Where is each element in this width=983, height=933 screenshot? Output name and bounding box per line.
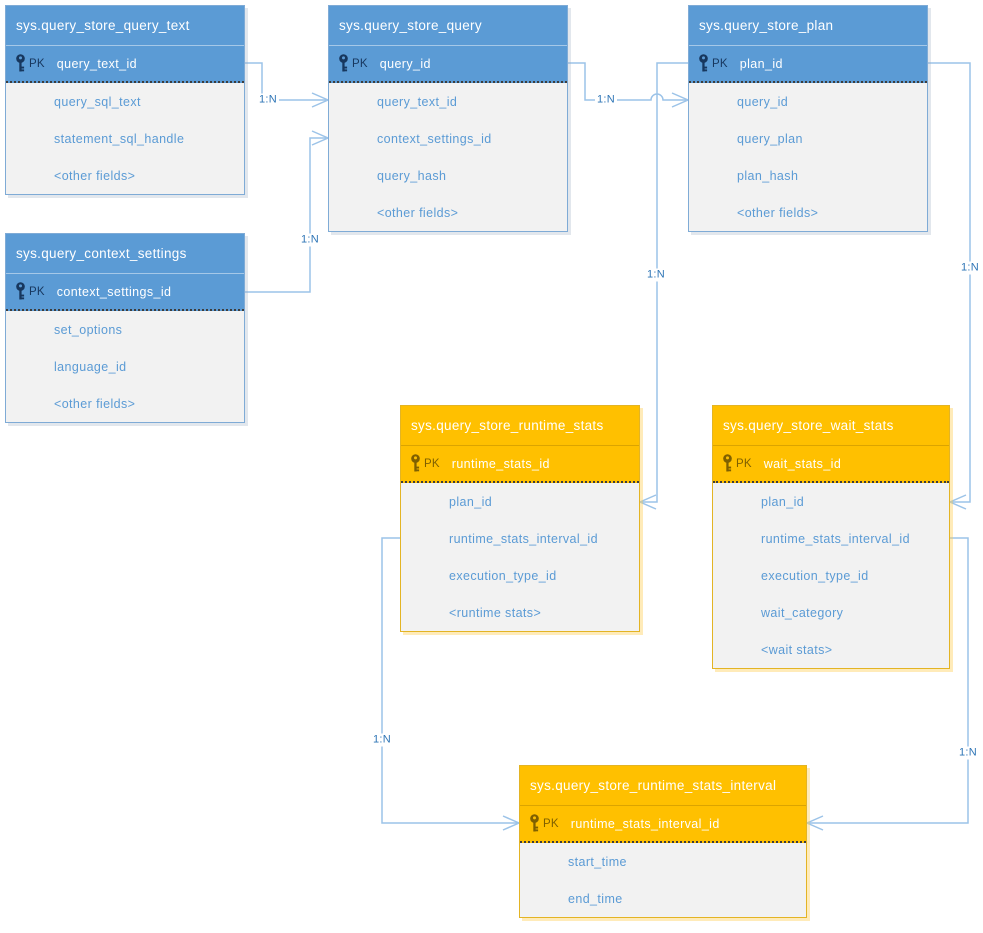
table-title: sys.query_store_plan bbox=[689, 6, 927, 45]
cardinality-label: 1:N bbox=[958, 261, 982, 275]
primary-key-icon bbox=[723, 454, 732, 472]
field-list: query_id query_plan plan_hash <other fields… bbox=[689, 83, 927, 231]
table-query-store-runtime-stats-interval: sys.query_store_runtime_stats_interval P… bbox=[519, 765, 807, 918]
open-arrowhead-icon bbox=[671, 92, 690, 108]
field-row: plan_id bbox=[449, 494, 493, 509]
primary-key-icon bbox=[339, 54, 348, 72]
pk-field-name: wait_stats_id bbox=[763, 456, 842, 471]
table-query-store-query: sys.query_store_query PK query_id query_te… bbox=[328, 5, 568, 232]
pk-badge: PK bbox=[736, 457, 752, 470]
field-row: query_plan bbox=[737, 131, 803, 146]
field-row: set_options bbox=[54, 322, 123, 337]
open-arrowhead-icon bbox=[311, 92, 330, 108]
relationship-line bbox=[245, 137, 326, 293]
field-list: start_time end_time bbox=[520, 843, 806, 917]
open-arrowhead-icon bbox=[638, 494, 657, 510]
field-row: language_id bbox=[54, 359, 127, 374]
field-list: set_options language_id <other fields> bbox=[6, 311, 244, 422]
field-row: end_time bbox=[568, 891, 623, 906]
table-title: sys.query_context_settings bbox=[6, 234, 244, 273]
open-arrowhead-icon bbox=[948, 494, 967, 510]
field-list: query_sql_text statement_sql_handle <other… bbox=[6, 83, 244, 194]
pk-field-name: context_settings_id bbox=[56, 284, 172, 299]
field-list: plan_id runtime_stats_interval_id executio… bbox=[713, 483, 949, 668]
field-row: query_sql_text bbox=[54, 94, 141, 109]
table-title: sys.query_store_query bbox=[329, 6, 567, 45]
primary-key-row: PK plan_id bbox=[689, 45, 927, 83]
field-row: context_settings_id bbox=[377, 131, 492, 146]
field-row: query_text_id bbox=[377, 94, 458, 109]
primary-key-icon bbox=[16, 54, 25, 72]
open-arrowhead-icon bbox=[502, 815, 521, 831]
field-row: start_time bbox=[568, 854, 627, 869]
table-title: sys.query_store_query_text bbox=[6, 6, 244, 45]
cardinality-label: 1:N bbox=[370, 733, 394, 747]
field-row: runtime_stats_interval_id bbox=[761, 531, 910, 546]
table-query-store-wait-stats: sys.query_store_wait_stats PK wait_stats_… bbox=[712, 405, 950, 669]
pk-field-name: runtime_stats_id bbox=[451, 456, 550, 471]
field-row: plan_hash bbox=[737, 168, 799, 183]
field-row: <wait stats> bbox=[761, 642, 833, 657]
pk-field-name: query_id bbox=[379, 56, 431, 71]
field-row: <other fields> bbox=[54, 396, 136, 411]
field-row: query_id bbox=[737, 94, 789, 109]
primary-key-row: PK query_id bbox=[329, 45, 567, 83]
primary-key-icon bbox=[699, 54, 708, 72]
table-query-context-settings: sys.query_context_settings PK context_set… bbox=[5, 233, 245, 423]
field-row: <other fields> bbox=[54, 168, 136, 183]
primary-key-row: PK query_text_id bbox=[6, 45, 244, 83]
field-row: execution_type_id bbox=[449, 568, 557, 583]
field-row: plan_id bbox=[761, 494, 805, 509]
table-title: sys.query_store_runtime_stats_interval bbox=[520, 766, 806, 805]
field-row: <other fields> bbox=[377, 205, 459, 220]
table-query-store-query-text: sys.query_store_query_text PK query_text_… bbox=[5, 5, 245, 195]
pk-badge: PK bbox=[543, 817, 559, 830]
cardinality-label: 1:N bbox=[644, 268, 668, 282]
pk-badge: PK bbox=[29, 285, 45, 298]
field-row: <other fields> bbox=[737, 205, 819, 220]
cardinality-label: 1:N bbox=[298, 233, 322, 247]
open-arrowhead-icon bbox=[311, 130, 330, 146]
primary-key-icon bbox=[411, 454, 420, 472]
primary-key-icon bbox=[16, 282, 25, 300]
cardinality-label: 1:N bbox=[956, 746, 980, 760]
cardinality-label: 1:N bbox=[256, 93, 280, 107]
primary-key-row: PK wait_stats_id bbox=[713, 445, 949, 483]
pk-field-name: query_text_id bbox=[56, 56, 137, 71]
relationship-line bbox=[642, 62, 688, 503]
pk-badge: PK bbox=[352, 57, 368, 70]
primary-key-row: PK context_settings_id bbox=[6, 273, 244, 311]
pk-badge: PK bbox=[424, 457, 440, 470]
field-list: plan_id runtime_stats_interval_id executio… bbox=[401, 483, 639, 631]
primary-key-row: PK runtime_stats_id bbox=[401, 445, 639, 483]
primary-key-row: PK runtime_stats_interval_id bbox=[520, 805, 806, 843]
table-title: sys.query_store_wait_stats bbox=[713, 406, 949, 445]
field-row: execution_type_id bbox=[761, 568, 869, 583]
open-arrowhead-icon bbox=[805, 815, 824, 831]
field-row: statement_sql_handle bbox=[54, 131, 185, 146]
primary-key-icon bbox=[530, 814, 539, 832]
pk-badge: PK bbox=[712, 57, 728, 70]
field-row: runtime_stats_interval_id bbox=[449, 531, 598, 546]
table-title: sys.query_store_runtime_stats bbox=[401, 406, 639, 445]
field-row: query_hash bbox=[377, 168, 447, 183]
relationship-line bbox=[568, 62, 686, 101]
field-list: query_text_id context_settings_id query_ha… bbox=[329, 83, 567, 231]
cardinality-label: 1:N bbox=[594, 93, 618, 107]
pk-badge: PK bbox=[29, 57, 45, 70]
field-row: wait_category bbox=[761, 605, 844, 620]
pk-field-name: runtime_stats_interval_id bbox=[570, 816, 720, 831]
table-query-store-runtime-stats: sys.query_store_runtime_stats PK runtime_… bbox=[400, 405, 640, 632]
pk-field-name: plan_id bbox=[739, 56, 783, 71]
field-row: <runtime stats> bbox=[449, 605, 542, 620]
